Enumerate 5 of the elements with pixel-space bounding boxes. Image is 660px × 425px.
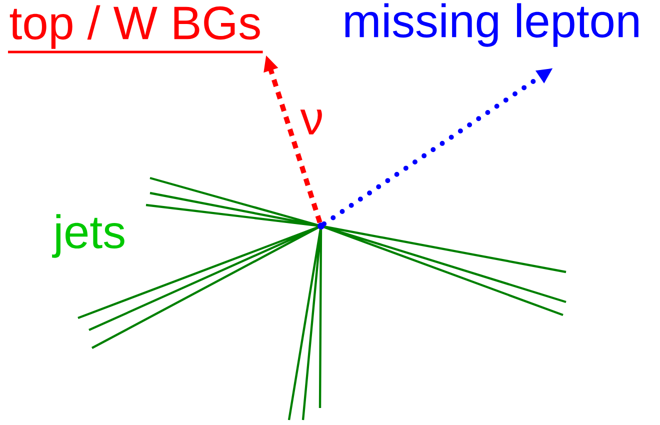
edge-label: ν	[299, 108, 325, 136]
jets-label: jets	[52, 214, 124, 258]
underlined-heading: top / W BGs	[8, 5, 263, 54]
vertex-dot	[318, 222, 324, 230]
heading-text: missing lepton	[345, 3, 638, 47]
